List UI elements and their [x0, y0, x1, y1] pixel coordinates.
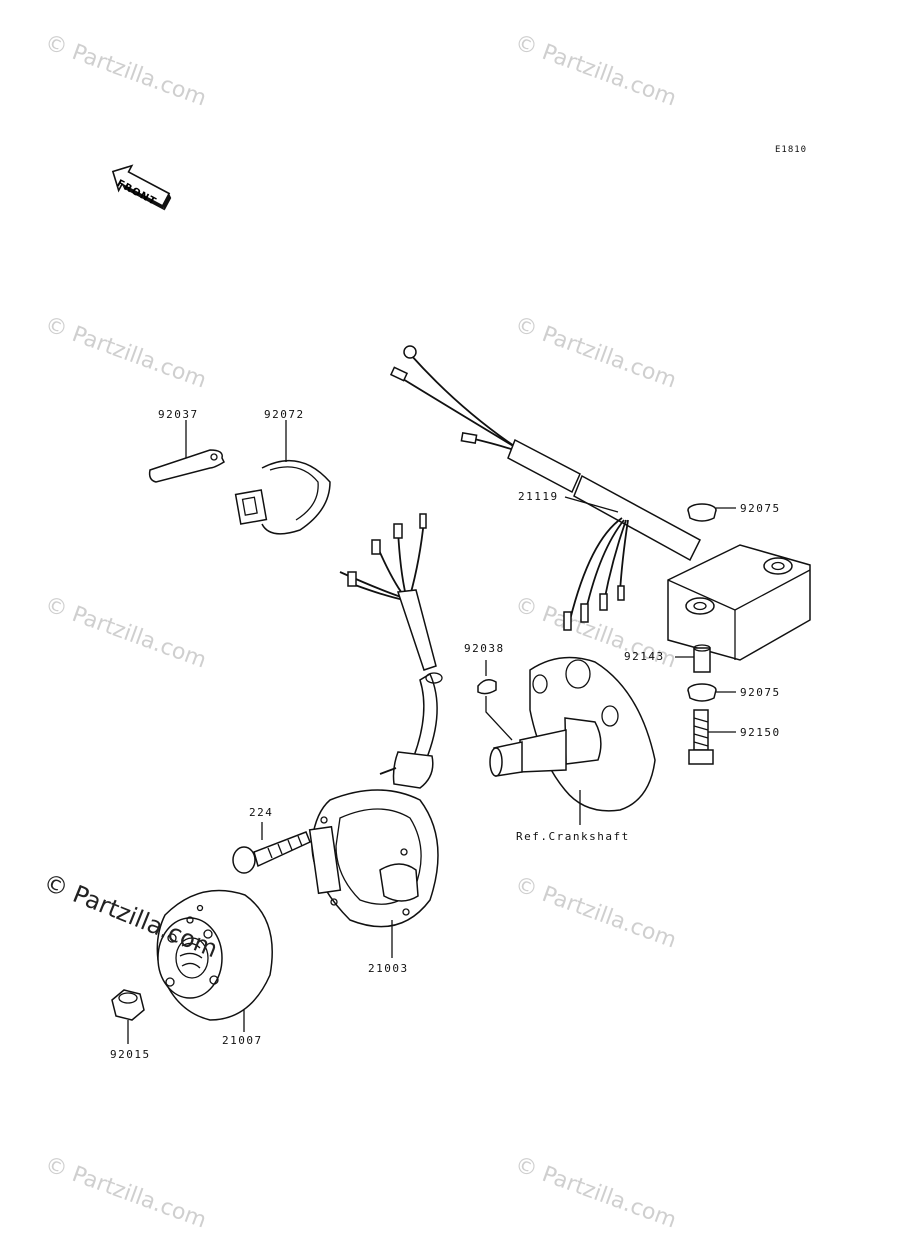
part-number-label: 21007 — [222, 1034, 263, 1047]
part-21119-drawing — [389, 345, 811, 661]
part-number-label: 224 — [249, 806, 274, 819]
part-92075-92143-92150-drawing — [675, 503, 736, 765]
part-92037-drawing — [148, 420, 225, 483]
part-21003-drawing — [308, 513, 443, 958]
reference-label: Ref.Crankshaft — [516, 830, 630, 843]
part-number-label: 92143 — [624, 650, 665, 663]
parts-diagram: © Partzilla.com © Partzilla.com © Partzi… — [40, 30, 811, 1234]
part-21007-drawing — [156, 889, 273, 1032]
part-number-label: 92072 — [264, 408, 305, 421]
part-number-label: 92038 — [464, 642, 505, 655]
part-224-drawing — [232, 822, 311, 874]
part-number-label: 92075 — [740, 502, 781, 515]
part-number-label: 21119 — [518, 490, 559, 503]
part-92015-drawing — [111, 989, 145, 1044]
drawing-canvas — [111, 345, 811, 1044]
part-number-label: 92150 — [740, 726, 781, 739]
diagram-code: E1810 — [775, 145, 808, 155]
part-number-label: 92075 — [740, 686, 781, 699]
front-arrow-icon — [111, 164, 172, 211]
crankshaft-drawing — [477, 656, 656, 825]
part-number-label: 21003 — [368, 962, 409, 975]
part-number-label: 92015 — [110, 1048, 151, 1061]
part-92072-drawing — [234, 420, 331, 535]
part-number-label: 92037 — [158, 408, 199, 421]
